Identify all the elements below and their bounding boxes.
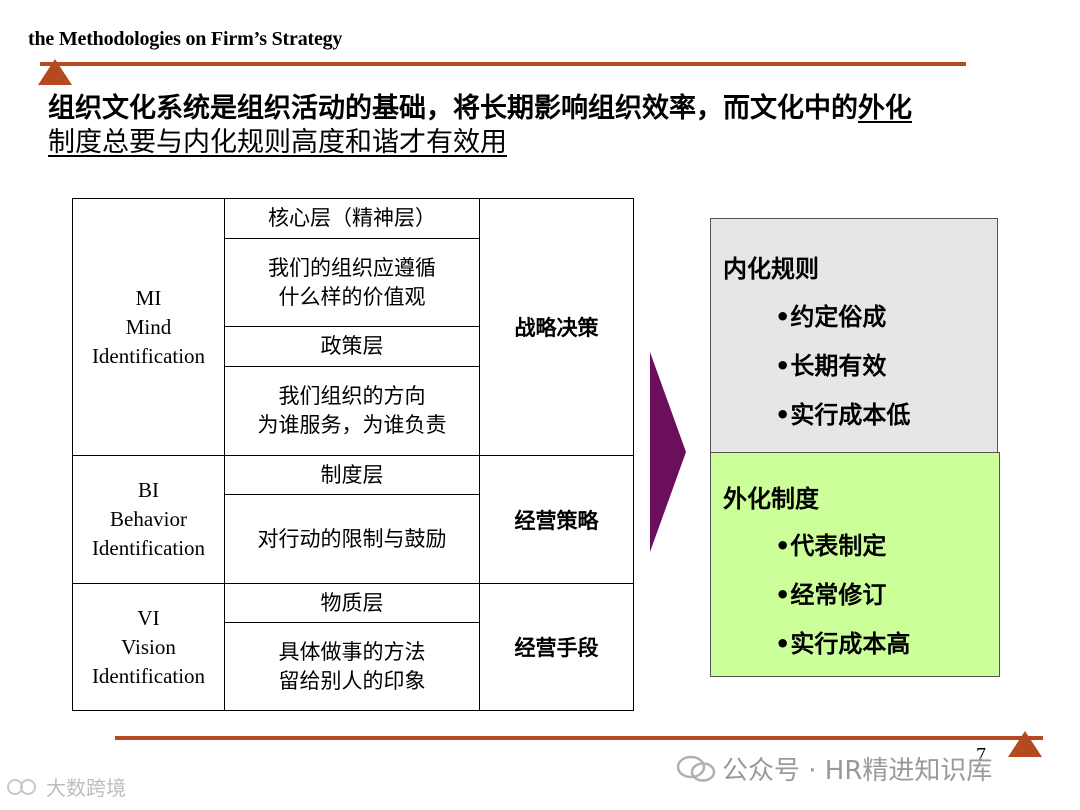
headline-line2: 制度总要与内化规则高度和谐才有效用 [48,127,507,158]
row-bi-abbr: BI [138,478,159,502]
top-triangle-icon [38,59,72,85]
internal-rules-box: 内化规则 •约定俗成 •长期有效 •实行成本低 [710,218,998,454]
vi-material-layer-text: 物质层 [320,590,384,615]
external-system-title: 外化制度 [723,485,819,513]
right-arrow-icon [650,352,686,552]
bottom-triangle-icon [1008,731,1042,757]
wechat-icon [676,755,716,782]
row-mi-identification: Identification [91,343,206,368]
row-vi-word: Vision [121,634,176,659]
top-rule [40,62,966,66]
table-hline-mid-a [224,238,479,239]
table-hline-mid-d [224,494,479,495]
external-system-box: 外化制度 •代表制定 •经常修订 •实行成本高 [710,452,1000,677]
culture-layer-table: MI Mind Identification 核心层（精神层） 我们的组织应遵循… [72,198,634,711]
bottom-rule [115,736,1043,740]
mi-policy-desc: 我们组织的方向 为谁服务，为谁负责 [225,367,479,455]
wechat-watermark-text: 公众号 · HR精进知识库 [722,756,993,786]
table-vline-left [224,199,225,710]
table-hline-mid-c [224,366,479,367]
table-hline-row2 [73,583,633,584]
row-bi-identification: Identification [91,536,206,560]
vi-material-desc-line2: 留给别人的印象 [278,668,426,693]
table-vline-right [479,199,480,710]
internal-bullet-3: •实行成本低 [775,401,911,429]
internal-rules-title: 内化规则 [723,255,819,283]
headline-part1-underlined: 外化 [858,93,912,124]
external-bullet-2: •经常修订 [775,581,887,609]
vi-material-desc: 具体做事的方法 留给别人的印象 [225,623,479,710]
external-bullet-3: •实行成本高 [775,630,911,658]
mi-core-layer-text: 核心层（精神层） [268,206,436,230]
vi-strategy: 经营手段 [514,636,599,660]
row-bi-label: BI Behavior Identification [73,456,224,583]
secondary-watermark-text: 大数跨境 [46,776,126,800]
bi-system-layer-text: 制度层 [320,462,384,487]
row-vi-label: VI Vision Identification [73,584,224,710]
bi-system-layer: 制度层 [225,456,479,494]
mi-core-layer: 核心层（精神层） [225,199,479,238]
mi-core-desc: 我们的组织应遵循 什么样的价值观 [225,239,479,326]
headline: 组织文化系统是组织活动的基础，将长期影响组织效率，而文化中的外化 制度总要与内化… [48,92,1038,160]
table-hline-row1 [73,455,633,456]
row-mi-abbr: MI [135,285,162,310]
logo-icon [7,778,36,795]
headline-part1: 组织文化系统是组织活动的基础，将长期影响组织效率，而文化中的 [48,93,858,124]
mi-policy-layer-text: 政策层 [320,334,384,358]
mi-policy-desc-line1: 我们组织的方向 [278,384,426,408]
bi-strategy: 经营策略 [514,508,599,533]
bi-system-desc-text: 对行动的限制与鼓励 [257,526,447,551]
external-bullet-1: •代表制定 [775,532,887,560]
row-bi-word: Behavior [110,507,187,531]
bi-system-desc: 对行动的限制与鼓励 [225,495,479,583]
wechat-watermark: 公众号 · HR精进知识库 [676,750,992,787]
mi-core-desc-line1: 我们的组织应遵循 [268,255,436,280]
vi-material-desc-line1: 具体做事的方法 [278,639,426,664]
secondary-watermark: 大数跨境 [6,772,126,801]
mi-policy-layer: 政策层 [225,327,479,366]
mi-strategy: 战略决策 [514,316,599,340]
row-mi-word: Mind [125,314,172,339]
row-vi-abbr: VI [137,605,160,630]
internal-bullet-2: •长期有效 [775,352,887,380]
mi-policy-desc-line2: 为谁服务，为谁负责 [257,413,447,437]
table-hline-mid-e [224,622,479,623]
table-hline-mid-b [224,326,479,327]
internal-bullet-1: •约定俗成 [775,303,887,331]
page-number: 7 [976,744,986,766]
row-vi-identification: Identification [91,663,206,688]
header-title: the Methodologies on Firm’s Strategy [28,28,343,50]
row-mi-label: MI Mind Identification [73,199,224,455]
vi-material-layer: 物质层 [225,584,479,622]
mi-core-desc-line2: 什么样的价值观 [278,284,426,309]
